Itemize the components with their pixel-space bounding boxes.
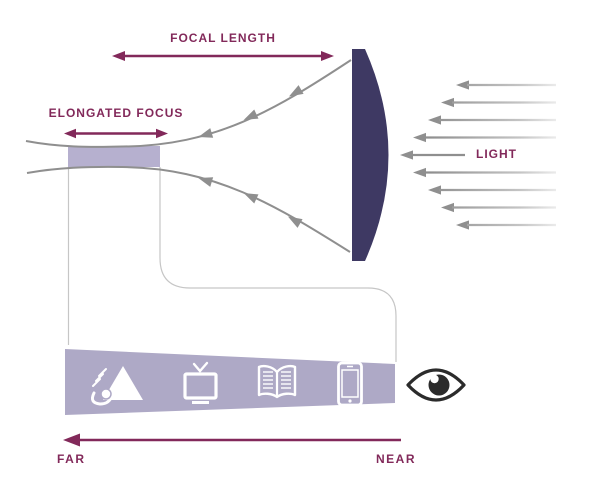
light-ray <box>441 202 556 213</box>
mountain-icon <box>91 366 143 406</box>
light-ray <box>456 220 556 230</box>
light-ray-center <box>400 150 465 160</box>
smartphone-icon <box>337 361 363 407</box>
elongated-focus-zone <box>68 146 160 167</box>
eye-icon <box>406 368 466 402</box>
light-ray <box>456 80 556 90</box>
connector-right-line <box>159 167 397 362</box>
focal-length-arrow <box>112 51 334 61</box>
lens <box>352 49 389 261</box>
far-near-arrow <box>63 433 401 447</box>
light-rays <box>400 80 556 230</box>
light-ray <box>413 167 556 178</box>
distance-band <box>65 349 395 415</box>
tv-icon <box>183 361 218 404</box>
elongated-focus-label: ELONGATED FOCUS <box>48 106 184 120</box>
book-icon <box>257 364 297 399</box>
light-label: LIGHT <box>476 147 517 161</box>
light-ray <box>441 97 556 108</box>
beam-bottom-curve <box>26 165 351 253</box>
far-label: FAR <box>57 452 86 466</box>
light-ray <box>428 185 556 195</box>
beam-top-curve <box>25 59 352 148</box>
light-ray <box>413 132 556 143</box>
near-label: NEAR <box>376 452 417 466</box>
focal-length-label: FOCAL LENGTH <box>170 31 276 45</box>
elongated-focus-arrow <box>64 128 168 139</box>
light-ray <box>428 115 556 125</box>
